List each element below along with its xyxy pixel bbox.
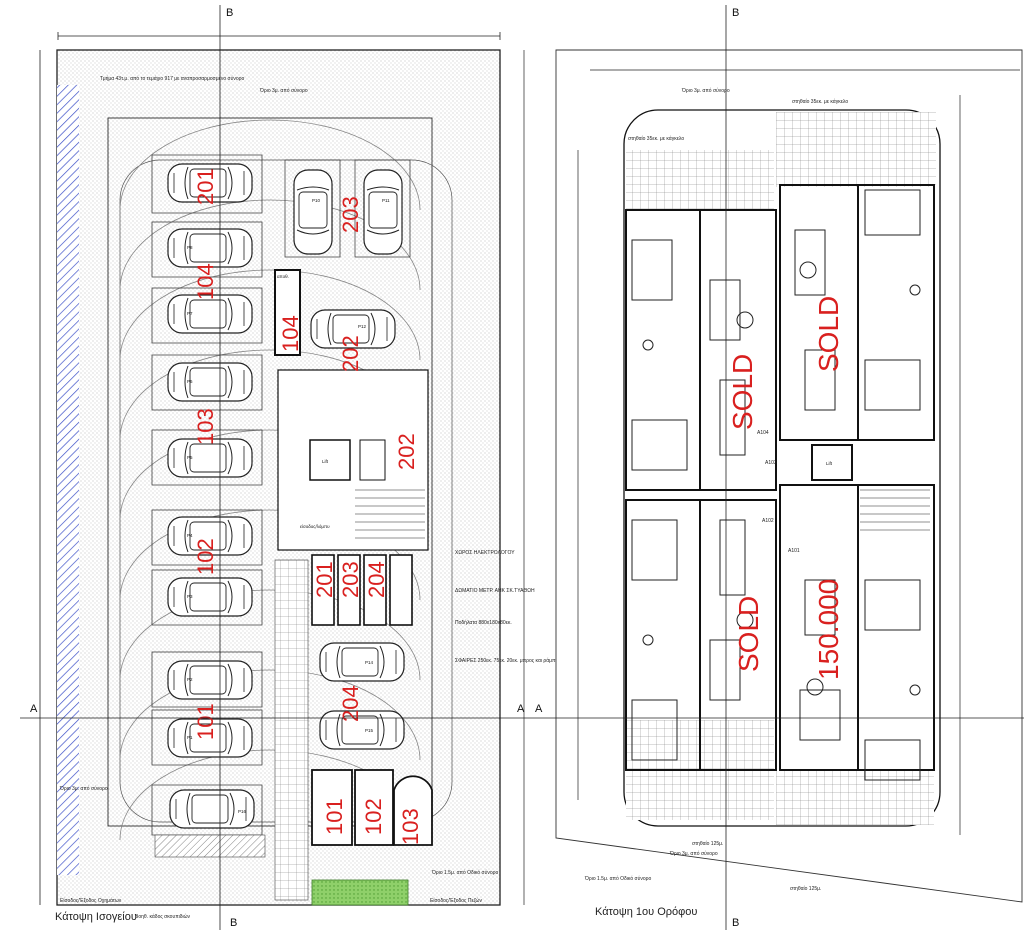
entrance-label: είσοδος/λόμπυ (300, 523, 330, 529)
space-label-p2: P2 (187, 677, 193, 682)
space-label-p12: P12 (358, 324, 367, 329)
unit-marker: 202 (338, 335, 363, 372)
section-b-marker: B (226, 7, 233, 19)
unit-marker: 104 (278, 315, 303, 352)
unit-marker: 203 (338, 196, 363, 233)
first-floor-plan: Lift Α103 Α104 Α102 Α101 SOLD SOLD SOLD … (555, 49, 1023, 918)
unit-marker: 202 (394, 433, 419, 470)
unit-marker: 102 (193, 538, 218, 575)
meter-room-note: ΔΩΜΑΤΙΟ ΜΕΤΡ. ΑΗΚ ΣΚ.ΤΥΑΘΩΗ (455, 588, 535, 594)
unit-label-a101: Α101 (788, 548, 800, 554)
vehicle-entry-note: Είσοδος/Έξοδος Οχημάτων (60, 897, 122, 904)
boundary-top-note: Όριο 3μ. από σύνορο (259, 87, 308, 94)
space-label-p10: P10 (312, 198, 321, 203)
gate-note: Βοηθ. κάδος σκουπιδιών (135, 913, 191, 920)
section-a-marker: A (535, 703, 543, 715)
lift-label-first-floor: Lift (826, 461, 833, 466)
lift-label: Lift (322, 459, 329, 464)
unit-marker: 204 (338, 685, 363, 722)
boundary-road-note-first: Όριο 1.5μ. από Οδικό σύνορο (584, 875, 651, 882)
sold-stamp-top-right: SOLD (813, 296, 844, 372)
space-label-p6: P6 (187, 379, 193, 384)
bike-note: Ποδήλατα 880x180x80εκ. (455, 619, 512, 626)
unit-marker: 101 (322, 798, 347, 835)
space-label-p15: P15 (365, 728, 374, 733)
unit-marker: 201 (312, 561, 337, 598)
ground-floor-title: Κάτοψη Ισογείου (55, 911, 137, 923)
section-b-marker: B (230, 917, 237, 929)
section-a-marker: A (30, 703, 38, 715)
unit-marker: 204 (364, 561, 389, 598)
space-label-p16: P16 (238, 809, 247, 814)
unit-marker: 201 (193, 168, 218, 205)
section-b-marker: B (732, 7, 739, 19)
section-b-marker: B (732, 917, 739, 929)
garden-note: Τμήμα 43τ.μ. από το τεμάχιο 917 με αναπρ… (100, 75, 244, 82)
balcony-bottom-note-2: στηθαίο 125μ. (790, 886, 821, 892)
storage-label: αποθ. (277, 274, 289, 279)
section-lines: B B B B A A A (20, 5, 1024, 930)
boundary-road-note: Όριο 1.5μ. από Οδικό σύνορο (431, 869, 498, 876)
space-label-p11: P11 (382, 198, 390, 203)
balcony-bottom-note: στηθαίο 125μ. (692, 841, 723, 847)
unit-marker: 104 (193, 263, 218, 300)
unit-marker: 103 (398, 808, 423, 845)
unit-label-a103: Α103 (765, 460, 777, 466)
balcony-left-note: στηθαίο 35εκ. με κάγκελο (628, 135, 684, 142)
unit-marker: 203 (338, 561, 363, 598)
parking-note: ΣΦΑΙΡΕΣ 250εκ. 75εκ. 20εκ. μπρος και ράμ… (455, 657, 586, 664)
unit-label-a102: Α102 (762, 518, 774, 524)
sold-stamp-top-left: SOLD (727, 354, 758, 430)
boundary-top-note-first: Όριο 3μ. από σύνορο (681, 87, 730, 94)
section-a-marker: A (517, 703, 525, 715)
space-label-p8: P8 (187, 245, 193, 250)
electric-room-note: ΧΩΡΟΣ ΗΛΕΚΤΡΟΛΟΓΟΥ (455, 550, 515, 556)
space-label-p3: P3 (187, 594, 193, 599)
sold-stamp-bottom-left: SOLD (733, 596, 764, 672)
boundary-bottom-note: Όριο 3μ. από σύνορο (669, 850, 718, 857)
first-floor-title: Κάτοψη 1ου Ορόφου (595, 906, 697, 918)
boundary-left-note: Όριο 3μ. από σύνορο (59, 785, 108, 792)
price-stamp-bottom-right: 150.000 (813, 579, 844, 680)
unit-marker: 102 (361, 798, 386, 835)
unit-marker: 103 (193, 408, 218, 445)
space-label-p14: P14 (365, 660, 374, 665)
unit-label-a104: Α104 (757, 430, 769, 436)
unit-marker: 101 (193, 703, 218, 740)
space-label-p5: P5 (187, 455, 193, 460)
pedestrian-entry-note: Είσοδος/Έξοδος Πεζών (430, 897, 482, 904)
space-label-p1: P1 (187, 735, 193, 740)
space-label-p4: P4 (187, 533, 193, 538)
balcony-top-note: στηθαίο 35εκ. με κάγκελο (792, 98, 848, 105)
space-label-p7: P7 (187, 311, 193, 316)
ground-floor-plan: P8 P7 P6 P5 P4 P3 P2 P1 P16 P10 P11 P12 … (39, 32, 586, 923)
